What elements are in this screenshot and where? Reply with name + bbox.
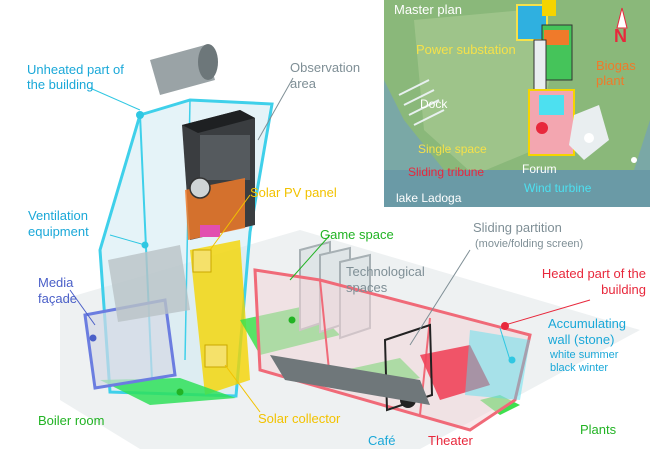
- single-space-label: Single space: [418, 142, 487, 156]
- sliding-partition-label: Sliding partition: [473, 220, 562, 235]
- pipe-end: [198, 44, 218, 80]
- ventilation-label: Ventilation equipment: [28, 208, 89, 239]
- dock-label: Dock: [420, 97, 448, 111]
- cafe-label: Café: [368, 433, 396, 448]
- power-substation-label: Power substation: [416, 42, 516, 57]
- observation-wheel: [189, 177, 211, 199]
- master-plan-title: Master plan: [394, 2, 462, 17]
- accumulating-label: Accumulating wall (stone): [548, 316, 627, 347]
- solar-pv-label: Solar PV panel: [250, 185, 337, 200]
- accumulating-wall: [465, 330, 530, 400]
- game-space-label: Game space: [320, 227, 394, 242]
- leader-lines: [89, 87, 511, 361]
- forum-plan: [569, 105, 609, 160]
- observation-label: Observation area: [290, 60, 361, 91]
- heated-label: Heated part of the building: [541, 266, 646, 297]
- media-facade-label: Media façade: [38, 275, 78, 306]
- technological-label: Technological spaces: [346, 264, 425, 295]
- north-arrow: [616, 7, 628, 29]
- sliding-tribune-label: Sliding tribune: [408, 165, 485, 179]
- media-facade-fill: [85, 300, 175, 388]
- magenta-strip: [200, 225, 220, 237]
- biogas-plant-label: Biogas plant: [596, 58, 636, 88]
- tech-block: [270, 355, 430, 405]
- north-label: N: [614, 26, 627, 46]
- theater-label: Theater: [428, 433, 473, 448]
- accumulating-note-2: black winter: [550, 362, 609, 374]
- master-plan-inset: Master plan N Power substation Biogas pl…: [384, 0, 650, 207]
- master-plan-map: [384, 0, 650, 207]
- marker-dots: [89, 111, 516, 396]
- solar-collector-label: Solar collector: [258, 411, 341, 426]
- unheated-label: Unheated part of the building: [27, 62, 124, 92]
- plants-label: Plants: [580, 422, 617, 437]
- lake: [384, 170, 650, 207]
- boiler-room-label: Boiler room: [38, 413, 105, 428]
- lake-label: lake Ladoga: [396, 191, 462, 205]
- sliding-partition-note: (movie/folding screen): [475, 238, 584, 250]
- accumulating-note-1: white summer: [550, 349, 619, 361]
- theater-floor: [420, 345, 490, 400]
- boiler-floor: [100, 378, 236, 405]
- forum-label: Forum: [522, 162, 557, 176]
- wind-turbine-label: Wind turbine: [524, 181, 592, 195]
